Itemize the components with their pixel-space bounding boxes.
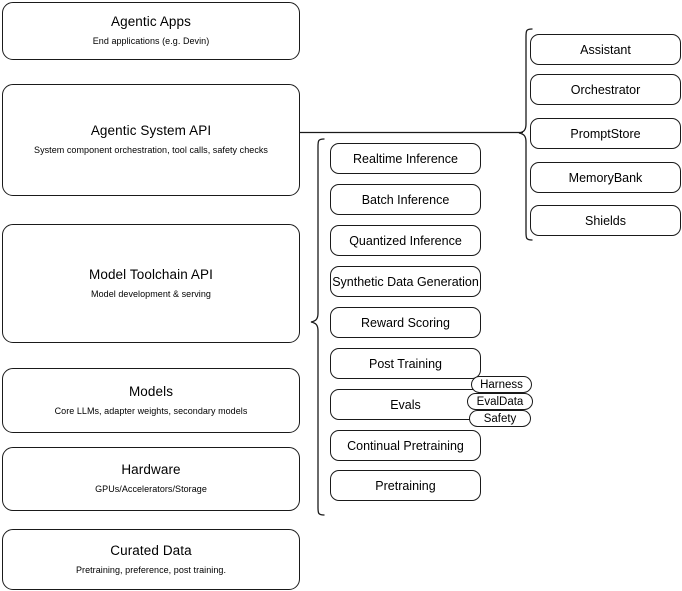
layer-subtitle: Pretraining, preference, post training. xyxy=(75,564,227,575)
system-box-shields[interactable]: Shields xyxy=(530,205,681,236)
layer-box-curated-data[interactable]: Curated Data Pretraining, preference, po… xyxy=(2,529,300,590)
toolchain-box-reward-scoring[interactable]: Reward Scoring xyxy=(330,307,481,338)
toolchain-label: Batch Inference xyxy=(361,192,450,207)
toolchain-label: Synthetic Data Generation xyxy=(332,274,479,289)
layer-box-model-toolchain-api[interactable]: Model Toolchain API Model development & … xyxy=(2,224,300,343)
layer-title: Agentic Apps xyxy=(110,14,191,30)
toolchain-box-evals[interactable]: Evals xyxy=(330,389,481,420)
toolchain-box-post-training[interactable]: Post Training xyxy=(330,348,481,379)
system-label: Orchestrator xyxy=(570,82,641,97)
toolchain-box-batch-inference[interactable]: Batch Inference xyxy=(330,184,481,215)
brace-toolchain xyxy=(310,138,326,516)
layer-box-agentic-system-api[interactable]: Agentic System API System component orch… xyxy=(2,84,300,196)
layer-subtitle: System component orchestration, tool cal… xyxy=(34,145,268,156)
system-label: Assistant xyxy=(580,42,631,57)
evals-pill-safety[interactable]: Safety xyxy=(469,410,531,427)
system-box-orchestrator[interactable]: Orchestrator xyxy=(530,74,681,105)
layer-title: Agentic System API xyxy=(90,123,212,139)
evals-pill-harness[interactable]: Harness xyxy=(471,376,532,393)
evals-pill-evaldata[interactable]: EvalData xyxy=(467,393,533,410)
connector-system-api-to-components xyxy=(300,120,528,146)
layer-subtitle: Core LLMs, adapter weights, secondary mo… xyxy=(54,405,248,416)
system-label: PromptStore xyxy=(570,126,641,141)
layer-subtitle: Model development & serving xyxy=(91,288,211,299)
layer-box-hardware[interactable]: Hardware GPUs/Accelerators/Storage xyxy=(2,447,300,511)
evals-pill-label: EvalData xyxy=(476,395,524,408)
layer-box-models[interactable]: Models Core LLMs, adapter weights, secon… xyxy=(2,368,300,433)
toolchain-box-continual-pretraining[interactable]: Continual Pretraining xyxy=(330,430,481,461)
evals-pill-label: Safety xyxy=(483,412,517,425)
system-label: Shields xyxy=(585,213,626,228)
layer-title: Hardware xyxy=(121,462,181,478)
layer-subtitle: End applications (e.g. Devin) xyxy=(92,36,210,47)
toolchain-label: Realtime Inference xyxy=(353,151,458,166)
evals-pill-label: Harness xyxy=(480,378,523,391)
toolchain-box-realtime-inference[interactable]: Realtime Inference xyxy=(330,143,481,174)
layer-title: Models xyxy=(128,383,174,399)
toolchain-label: Continual Pretraining xyxy=(347,438,464,453)
system-box-promptstore[interactable]: PromptStore xyxy=(530,118,681,149)
system-box-assistant[interactable]: Assistant xyxy=(530,34,681,65)
layer-title: Model Toolchain API xyxy=(89,266,213,282)
toolchain-box-quantized-inference[interactable]: Quantized Inference xyxy=(330,225,481,256)
toolchain-label: Quantized Inference xyxy=(349,233,462,248)
toolchain-box-pretraining[interactable]: Pretraining xyxy=(330,470,481,501)
brace-system-components xyxy=(518,28,534,241)
system-label: MemoryBank xyxy=(568,170,643,185)
toolchain-label: Pretraining xyxy=(375,478,436,493)
layer-title: Curated Data xyxy=(110,542,192,558)
toolchain-label: Reward Scoring xyxy=(361,315,450,330)
system-box-memorybank[interactable]: MemoryBank xyxy=(530,162,681,193)
layer-box-agentic-apps[interactable]: Agentic Apps End applications (e.g. Devi… xyxy=(2,2,300,60)
toolchain-label: Post Training xyxy=(369,356,442,371)
toolchain-label: Evals xyxy=(390,397,421,412)
toolchain-box-synthetic-data-generation[interactable]: Synthetic Data Generation xyxy=(330,266,481,297)
layer-subtitle: GPUs/Accelerators/Storage xyxy=(95,484,207,495)
